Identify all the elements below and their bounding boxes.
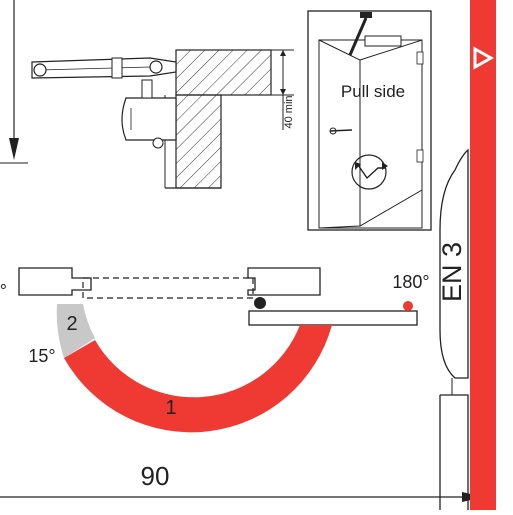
arm-end [33, 63, 47, 77]
frame-left-profile [18, 267, 92, 296]
closer-arm-top [348, 17, 368, 56]
side-view-installation: 40 min [0, 0, 295, 189]
triangle-icon [473, 46, 495, 70]
en-class-label: EN 3 [437, 242, 467, 302]
zone-1-label: 1 [165, 397, 176, 419]
arrow-down-icon [9, 138, 19, 160]
angle-left-label: 0° [0, 281, 7, 301]
red-stripe [470, 0, 496, 510]
swing-direction-icon [351, 154, 387, 190]
closer-profile-outline [439, 148, 469, 379]
stripe-bar [470, 0, 496, 510]
zone-1 [64, 325, 332, 433]
door-closed-dashed [82, 277, 254, 299]
door-leaf [318, 39, 361, 229]
end-marker [403, 301, 413, 311]
closer-body [121, 97, 177, 141]
closer-top [364, 35, 402, 47]
opening-range-diagram: 2 1 15° 180° 0° [0, 267, 430, 433]
arm-pivot [149, 60, 163, 74]
zone-2-label: 2 [66, 313, 77, 335]
pivot-point [254, 297, 266, 309]
zone-2 [56, 304, 95, 358]
frame-hatch-top [175, 49, 272, 96]
frame-hatch-vertical [175, 94, 222, 189]
dimension-90-label: 90 [141, 461, 170, 491]
dimension-label: 40 min [283, 95, 295, 128]
door-open-180 [248, 310, 418, 326]
frame-right-profile [247, 267, 321, 296]
angle-end-label: 180° [392, 272, 429, 292]
bottom-dimension: 90 [0, 461, 484, 502]
hinge-icon [416, 149, 424, 163]
closer-outline-right: EN 3 [437, 148, 469, 510]
angle-start-label: 15° [28, 346, 55, 366]
door-pull-side: Pull side [307, 10, 432, 231]
hinge-icon [416, 51, 424, 65]
pull-side-label: Pull side [341, 82, 405, 101]
adjust-screw [152, 137, 164, 149]
